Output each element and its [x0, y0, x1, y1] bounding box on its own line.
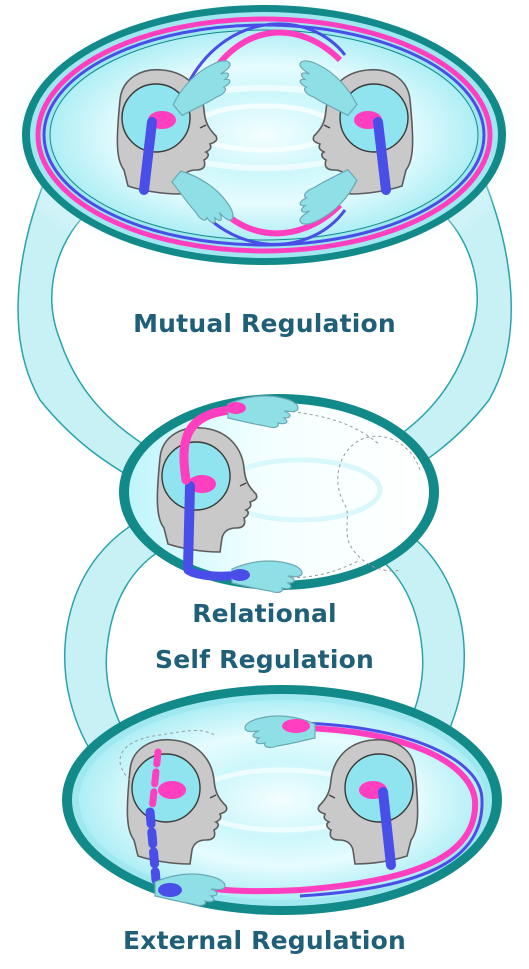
- dependent-person-icon: [126, 738, 228, 865]
- mutual-regulation-ellipse: [0, 0, 529, 280]
- relational-self-regulation-ellipse: [119, 394, 439, 594]
- left-person-icon: [116, 68, 218, 195]
- right-person-icon: [313, 70, 412, 195]
- external-regulation-ellipse: [62, 685, 502, 915]
- caregiver-person-icon: [317, 738, 419, 870]
- mutual-regulation-label: Mutual Regulation: [133, 309, 396, 338]
- relational-label-line2: Self Regulation: [155, 645, 374, 674]
- relational-label-line1: Relational: [192, 599, 337, 628]
- self-person-icon: [156, 426, 258, 573]
- external-regulation-label: External Regulation: [122, 926, 406, 955]
